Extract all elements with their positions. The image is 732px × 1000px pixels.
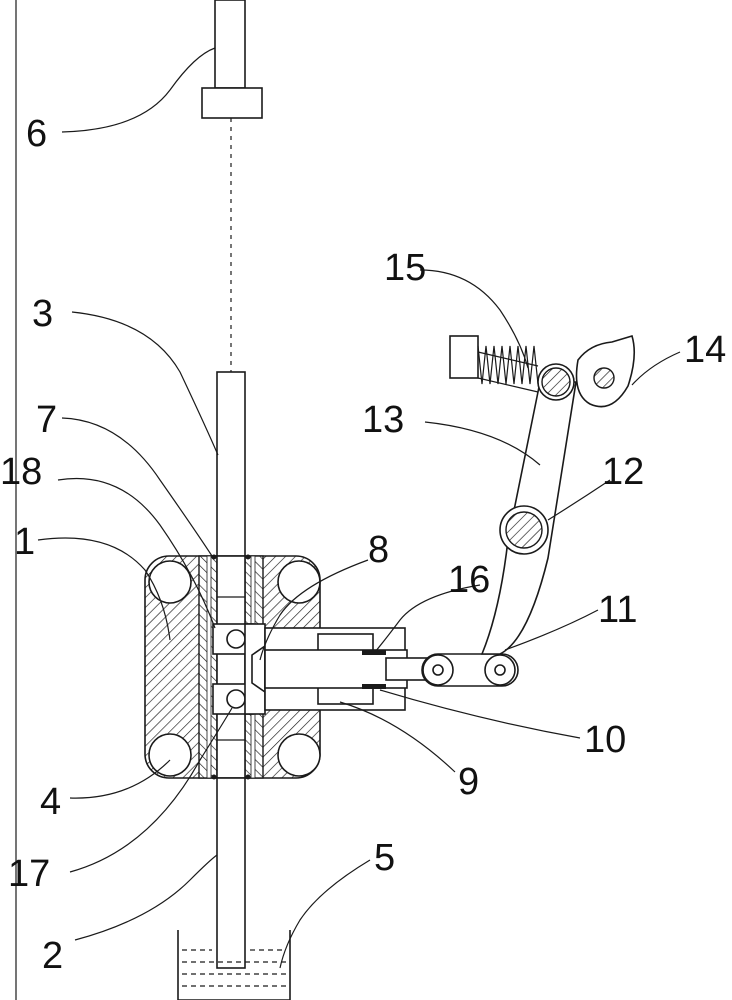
part-14-cam [575,335,636,408]
label-17: 17 [8,853,50,895]
part-5-container [177,930,291,1000]
label-12: 12 [602,451,644,493]
label-4: 4 [40,781,61,823]
leader-lines [37,47,681,969]
part-3-upper-rod [216,371,246,563]
label-1: 1 [14,521,35,563]
label-14: 14 [684,329,726,371]
label-2: 2 [42,935,63,977]
part-2-lower-rod [216,777,246,969]
label-10: 10 [584,719,626,761]
label-6: 6 [26,113,47,155]
label-8: 8 [368,529,389,571]
part-16-spring [362,650,386,689]
label-7: 7 [36,399,57,441]
part-15-spring [449,335,539,393]
label-11: 11 [598,589,637,631]
central-bore [216,555,246,779]
label-3: 3 [32,293,53,335]
label-9: 9 [458,761,479,803]
label-15: 15 [384,247,426,289]
part-11-link [421,653,519,687]
lever-top-pin [541,367,571,397]
part-6-top-holder [201,0,263,372]
part-9-sleeve [264,627,408,711]
label-13: 13 [362,399,404,441]
part-12-pivot [499,505,549,555]
label-5: 5 [374,837,395,879]
part-8-wedge [244,623,266,715]
label-18: 18 [0,451,42,493]
label-16: 16 [448,559,490,601]
